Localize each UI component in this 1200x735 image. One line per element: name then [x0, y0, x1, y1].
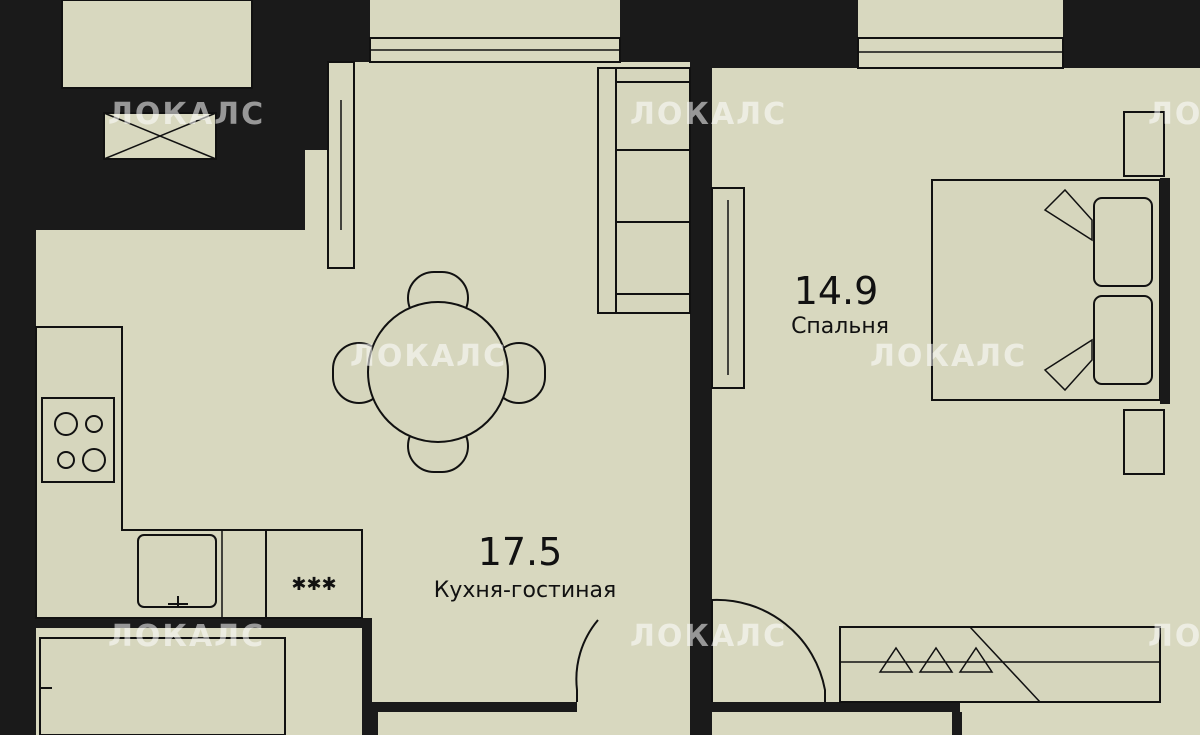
stove	[41, 397, 115, 483]
dishwasher-symbol: ✱✱✱	[291, 574, 336, 595]
watermark-8: ЛОКАЛС	[1148, 619, 1200, 654]
stove-burner-2	[85, 415, 103, 433]
bottom-wall-mid	[712, 702, 827, 712]
watermark-4: ЛОКАЛС	[350, 339, 507, 374]
left-shaft-lower	[252, 150, 305, 230]
right-bottom-wall	[952, 712, 962, 735]
nightstand-top	[1123, 111, 1165, 177]
sofa	[597, 67, 691, 314]
bedroom-area: 14.9	[794, 269, 879, 313]
watermarks: ЛОКАЛС ЛОКАЛС ЛОКАЛС ЛОКАЛС ЛОКАЛС ЛОКАЛ…	[108, 97, 1200, 654]
partition-closet	[711, 187, 745, 389]
watermark-2: ЛОКАЛС	[630, 97, 787, 132]
bathroom-top-wall	[36, 618, 372, 628]
bed	[931, 111, 1170, 475]
bottom-wall-right	[825, 702, 960, 712]
partition-wall	[690, 62, 712, 702]
stove-burner-4	[82, 448, 106, 472]
left-shaft	[252, 0, 328, 150]
windows	[61, 0, 1064, 269]
bottom-wall-left	[372, 702, 577, 712]
bathtub	[39, 637, 286, 735]
watermark-6: ЛОКАЛС	[108, 619, 265, 654]
table-top	[367, 301, 509, 443]
nightstand-bottom	[1123, 409, 1165, 475]
stove-burner-1	[54, 412, 78, 436]
bedroom-right-strip	[1165, 68, 1200, 735]
kitchen-living-area: 17.5	[478, 530, 563, 574]
window-top-left	[61, 0, 253, 89]
bed-headboard	[1160, 178, 1170, 404]
pillow-top	[1093, 197, 1153, 287]
watermark-5: ЛОКАЛС	[870, 339, 1027, 374]
bedroom-wardrobe	[839, 626, 1161, 703]
dishwasher	[265, 529, 363, 619]
kitchen-counter: ✱✱✱	[35, 326, 363, 619]
window-top-right	[857, 37, 1064, 69]
door-kitchen	[575, 619, 599, 702]
doors	[575, 598, 826, 702]
door-bedroom	[711, 598, 826, 702]
watermark-3: ЛОКАЛС	[1148, 97, 1200, 132]
pillow-bottom	[1093, 295, 1153, 385]
watermark-7: ЛОКАЛС	[630, 619, 787, 654]
stove-burner-3	[57, 451, 75, 469]
kitchen-living-name: Кухня-гостиная	[434, 578, 617, 603]
dining-table	[332, 271, 546, 473]
top-left-room-floor	[62, 0, 252, 88]
watermark-1: ЛОКАЛС	[108, 97, 265, 132]
bathroom-right-wall	[362, 618, 372, 735]
bedroom-name: Спальня	[791, 314, 889, 339]
